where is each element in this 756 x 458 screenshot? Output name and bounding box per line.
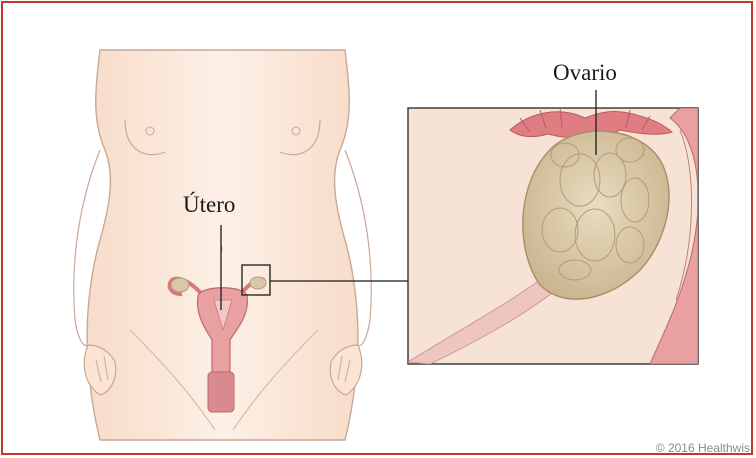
- copyright-credit: © 2016 Healthwis: [656, 441, 750, 455]
- ovary-label: Ovario: [553, 60, 617, 86]
- ovary-callout-panel: [408, 108, 698, 364]
- uterus-label: Útero: [183, 192, 235, 218]
